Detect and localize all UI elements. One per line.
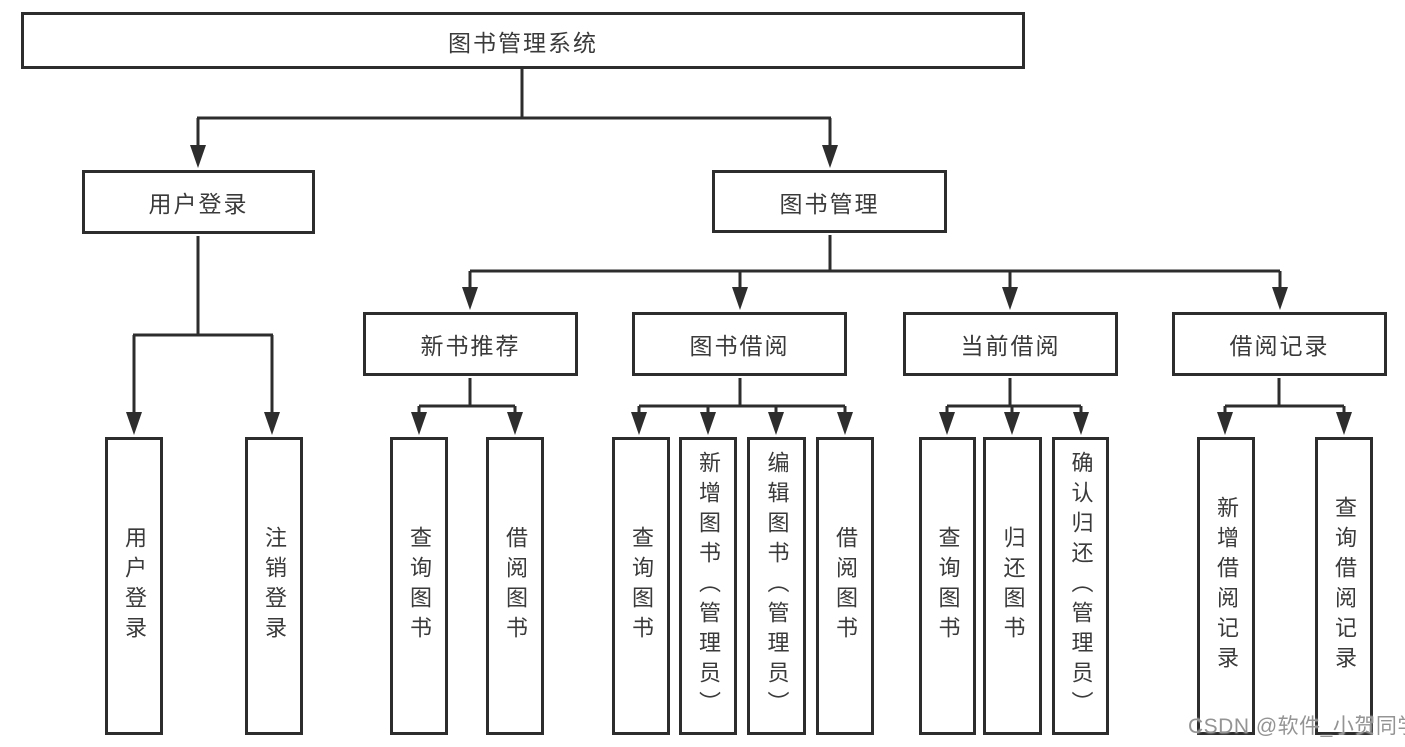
- leaf-logout: 注销登录: [245, 437, 303, 735]
- leaf-query-books-current: 查询图书: [919, 437, 976, 735]
- leaf-confirm-return-admin: 确认归还（管理员）: [1052, 437, 1109, 735]
- node-new-book-recommend: 新书推荐: [363, 312, 578, 376]
- leaf-query-books-recommend: 查询图书: [390, 437, 448, 735]
- node-book-management: 图书管理: [712, 170, 947, 233]
- leaf-return-books: 归还图书: [983, 437, 1042, 735]
- csdn-watermark: CSDN @软件_小贺同学: [1188, 715, 1405, 738]
- leaf-add-book-admin: 新增图书（管理员）: [679, 437, 737, 735]
- node-book-borrowing: 图书借阅: [632, 312, 847, 376]
- leaf-user-login: 用户登录: [105, 437, 163, 735]
- leaf-query-borrow-record: 查询借阅记录: [1315, 437, 1373, 735]
- leaf-add-borrow-record: 新增借阅记录: [1197, 437, 1255, 735]
- node-user-login: 用户登录: [82, 170, 315, 234]
- node-current-borrowing: 当前借阅: [903, 312, 1118, 376]
- leaf-query-books-borrowing: 查询图书: [612, 437, 670, 735]
- node-library-system: 图书管理系统: [21, 12, 1025, 69]
- leaf-borrow-books-recommend: 借阅图书: [486, 437, 544, 735]
- leaf-borrow-books-borrowing: 借阅图书: [816, 437, 874, 735]
- node-borrowing-records: 借阅记录: [1172, 312, 1387, 376]
- leaf-edit-book-admin: 编辑图书（管理员）: [747, 437, 806, 735]
